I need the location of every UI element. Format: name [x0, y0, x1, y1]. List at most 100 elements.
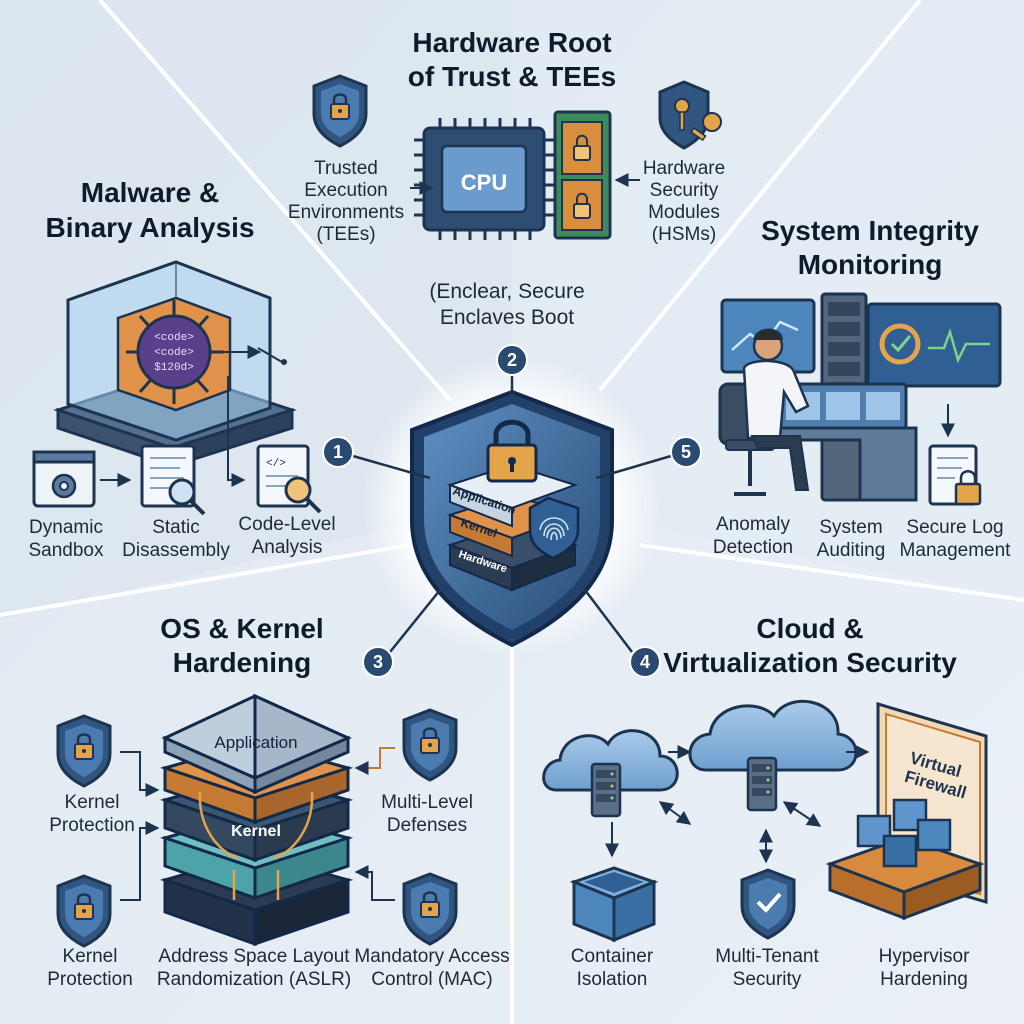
os-item-3-line-1: Kernel [63, 946, 118, 967]
static-disassembly-icon [140, 444, 206, 516]
hardware-title-line-2: of Trust & TEEs [408, 61, 616, 92]
cloud-center-icon [688, 699, 858, 772]
code-line-3: $120d> [154, 362, 194, 374]
malware-item-2-line-1: Static [152, 517, 200, 538]
hardware-title-line-1: Hardware Root [412, 27, 611, 58]
cloud-arrow-3 [658, 801, 692, 825]
marker-4: 4 [629, 646, 661, 678]
marker-2: 2 [496, 344, 528, 376]
os-stack-kernel: Kernel [231, 823, 281, 840]
cloud-item-2-line-2: Security [733, 969, 802, 990]
tee-label-line-3: Environments [288, 202, 404, 223]
cloud-item-1-line-2: Isolation [577, 969, 648, 990]
os-title-line-1: OS & Kernel [160, 613, 323, 644]
tee-label-line-2: Execution [304, 180, 387, 201]
cloud-title-line-2: Virtualization Security [663, 647, 957, 678]
server-center-icon [746, 756, 778, 812]
integrity-item-2-line-1: System [819, 517, 882, 538]
tee-label-line-4: (TEEs) [316, 224, 375, 245]
integrity-title-line-2: Monitoring [798, 249, 943, 280]
code-line-2: <code> [154, 347, 194, 359]
cloud-item-3-line-2: Hardening [880, 969, 968, 990]
marker-3: 3 [362, 646, 394, 678]
malware-item-1-line-1: Dynamic [29, 517, 103, 538]
center-stack: Application Kernel Hardware [446, 463, 579, 592]
integrity-item-2-line-2: Auditing [817, 540, 886, 561]
hsm-key-shield-icon [658, 80, 722, 150]
os-title-line-2: Hardening [173, 647, 311, 678]
central-shield: Application Kernel Hardware [410, 389, 614, 648]
analyst-workstation-icon [718, 328, 918, 502]
malware-item-3-line-2: Analysis [252, 537, 323, 558]
cloud-title-line-1: Cloud & [756, 613, 863, 644]
os-item-1-line-1: Kernel [65, 792, 120, 813]
os-arrow-1 [120, 751, 160, 797]
os-arrow-4 [354, 865, 395, 901]
malware-arrow-2 [227, 376, 246, 487]
os-stack-application: Application [214, 733, 297, 752]
os-item-3-line-2: Protection [47, 969, 133, 990]
svg-text:1: 1 [333, 442, 343, 462]
integrity-item-1-line-2: Detection [713, 537, 793, 558]
enclave-module-icon [553, 110, 612, 240]
marker-1: 1 [322, 436, 354, 468]
cloud-item-3-line-1: Hypervisor [879, 946, 970, 967]
svg-text:4: 4 [640, 652, 650, 672]
connectors [352, 375, 672, 653]
cloud-item-2-line-1: Multi-Tenant [715, 946, 819, 967]
hsm-label-line-2: Security [650, 180, 719, 201]
multi-tenant-shield-icon [740, 868, 796, 940]
svg-text:3: 3 [373, 652, 383, 672]
cpu-label: CPU [461, 170, 507, 195]
fingerprint-icon [528, 496, 580, 560]
malware-item-1-line-2: Sandbox [28, 540, 104, 561]
dynamic-sandbox-icon [32, 450, 96, 508]
hsm-label-line-4: (HSMs) [652, 224, 716, 245]
integrity-item-1-line-1: Anomaly [716, 514, 790, 535]
os-arrow-3 [120, 821, 160, 901]
sandbox-box-icon: <code> <code> $120d> [53, 260, 297, 469]
integrity-item-3-line-1: Secure Log [906, 517, 1003, 538]
malware-title-line-2: Binary Analysis [45, 212, 254, 243]
center-lock-icon [486, 419, 538, 483]
code-analysis-icon: </> [256, 444, 322, 514]
os-item-2-line-2: Defenses [387, 815, 467, 836]
integrity-title-line-1: System Integrity [761, 215, 979, 246]
hardware-caption-line-2: Enclaves Boot [440, 306, 574, 329]
malware-title-line-1: Malware & [81, 177, 220, 208]
section-os: OS & Kernel Hardening Application [47, 613, 509, 990]
section-malware: Malware & Binary Analysis <code> <code> … [28, 177, 335, 561]
malware-item-2-line-2: Disassembly [122, 540, 230, 561]
marker-5: 5 [670, 436, 702, 468]
secure-log-icon [928, 444, 982, 506]
os-item-4-line-1: Address Space Layout [158, 946, 350, 967]
os-item-1-line-2: Protection [49, 815, 135, 836]
server-left-icon [590, 762, 622, 818]
section-integrity: System Integrity Monitoring [713, 215, 1011, 561]
hypervisor-platform-icon [825, 798, 985, 921]
hardware-caption-line-1: (Enclear, Secure [429, 280, 584, 303]
container-isolation-icon [569, 866, 659, 943]
integrity-item-3-line-2: Management [900, 540, 1012, 561]
cloud-arrow-4 [782, 801, 822, 827]
os-arrow-2 [354, 747, 395, 775]
os-item-4-line-2: Randomization (ASLR) [157, 969, 351, 990]
svg-text:2: 2 [507, 350, 517, 370]
malware-item-3-line-1: Code-Level [238, 514, 335, 535]
cpu-chip-icon: CPU [414, 118, 556, 240]
tee-label-line-1: Trusted [314, 158, 378, 179]
svg-text:5: 5 [681, 442, 691, 462]
os-item-5-line-2: Control (MAC) [371, 969, 492, 990]
section-cloud: Cloud & Virtualization Security [542, 613, 988, 990]
os-item-2-line-1: Multi-Level [381, 792, 473, 813]
os-layer-stack: Application Kernel [159, 693, 354, 947]
code-line-1: <code> [154, 332, 194, 344]
hsm-label-line-1: Hardware [643, 158, 725, 179]
svg-text:</>: </> [266, 458, 286, 470]
section-hardware: Hardware Root of Trust & TEEs CPU [288, 27, 725, 329]
cloud-left-icon [542, 729, 679, 792]
os-item-5-line-1: Mandatory Access [354, 946, 509, 967]
hsm-label-line-3: Modules [648, 202, 720, 223]
